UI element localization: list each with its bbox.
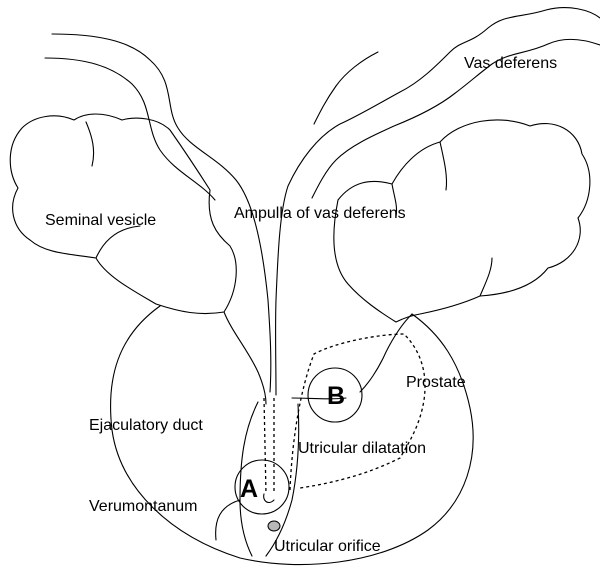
label-prostate: Prostate (406, 374, 466, 391)
prostate-outline (111, 306, 474, 565)
label-ejaculatory-duct: Ejaculatory duct (89, 417, 203, 434)
urethra-right (266, 404, 299, 556)
label-vas-deferens: Vas deferens (464, 55, 557, 72)
label-utricular-dilatation: Utricular dilatation (298, 440, 426, 457)
label-verumontanum: Verumontanum (89, 498, 198, 515)
utricular-orifice-dot (268, 521, 280, 531)
marker-b: B (327, 382, 345, 410)
ejaculatory-duct-left (264, 398, 266, 494)
label-ampulla: Ampulla of vas deferens (234, 205, 406, 222)
utricular-dilatation-outline (290, 334, 425, 490)
label-seminal-vesicle: Seminal vesicle (45, 212, 156, 229)
marker-a: A (240, 475, 258, 503)
label-utricular-orifice: Utricular orifice (274, 538, 381, 555)
